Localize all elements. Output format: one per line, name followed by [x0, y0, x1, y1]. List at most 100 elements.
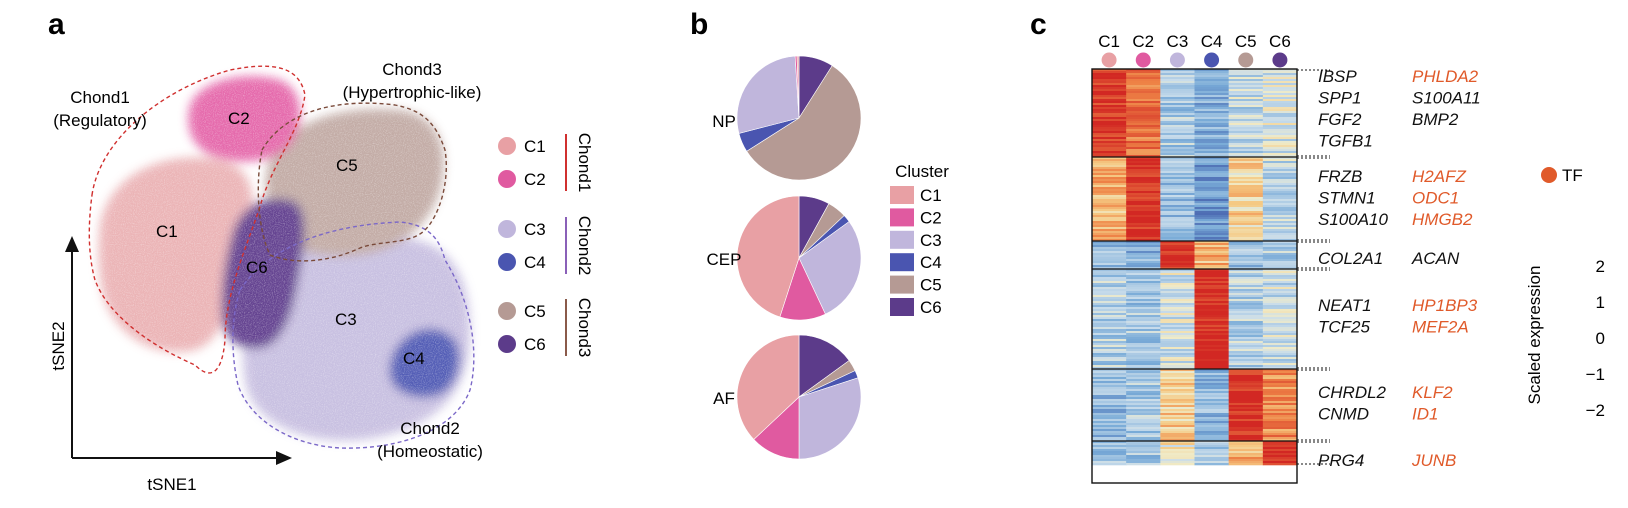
heatmap-cell	[1126, 73, 1161, 76]
heatmap-cell	[1160, 107, 1195, 110]
heatmap-cell	[1160, 141, 1195, 144]
heatmap-cell	[1262, 289, 1297, 292]
heatmap-cell	[1160, 137, 1195, 140]
heatmap-cell	[1126, 187, 1161, 190]
heatmap-cell	[1126, 183, 1161, 186]
heatmap-cell	[1092, 139, 1127, 142]
heatmap-cell	[1126, 447, 1161, 450]
heatmap-cell	[1194, 137, 1230, 140]
heatmap-cell	[1228, 125, 1264, 128]
heatmap-cell	[1262, 297, 1297, 300]
heatmap-cell	[1160, 441, 1195, 444]
heatmap-cell	[1160, 187, 1195, 190]
heatmap-cell	[1262, 375, 1297, 378]
heatmap-cell	[1126, 281, 1161, 284]
map-label-c6: C6	[246, 258, 268, 277]
heatmap-cell	[1262, 281, 1297, 284]
heatmap-cell	[1092, 423, 1127, 426]
heatmap-cell	[1228, 299, 1264, 302]
heatmap-cell	[1160, 377, 1195, 380]
heatmap-cell	[1262, 251, 1297, 254]
heatmap-cell	[1160, 157, 1195, 160]
heatmap-cell	[1194, 291, 1230, 294]
heatmap-cell	[1092, 293, 1127, 296]
heatmap-cell	[1228, 427, 1264, 430]
heatmap-cell	[1126, 105, 1161, 108]
heatmap-cell	[1160, 177, 1195, 180]
heatmap-cell	[1092, 183, 1127, 186]
heatmap-cell	[1160, 355, 1195, 358]
heatmap-cell	[1092, 245, 1127, 248]
heatmap-cell	[1160, 119, 1195, 122]
heatmap-cell	[1262, 235, 1297, 238]
gene-label: NEAT1	[1318, 296, 1372, 315]
heatmap-cell	[1194, 421, 1230, 424]
tf-gene-label: PHLDA2	[1412, 67, 1479, 86]
heatmap-cell	[1160, 367, 1195, 370]
heatmap-cell	[1262, 85, 1297, 88]
heatmap-cell	[1160, 223, 1195, 226]
heatmap-cell	[1262, 423, 1297, 426]
heatmap-cell	[1160, 235, 1195, 238]
heatmap-cell	[1194, 411, 1230, 414]
heatmap-cell	[1092, 313, 1127, 316]
heatmap-cell	[1194, 275, 1230, 278]
heatmap-cell	[1126, 157, 1161, 160]
heatmap-cell	[1228, 279, 1264, 282]
heatmap-cell	[1092, 129, 1127, 132]
heatmap-cell	[1126, 425, 1161, 428]
heatmap-cell	[1262, 397, 1297, 400]
heatmap-cell	[1194, 111, 1230, 114]
heatmap-cell	[1228, 397, 1264, 400]
heatmap-cell	[1262, 109, 1297, 112]
heatmap-cell	[1126, 231, 1161, 234]
heatmap-cell	[1126, 431, 1161, 434]
heatmap-cell	[1092, 373, 1127, 376]
heatmap-cell	[1228, 75, 1264, 78]
tsne-ylabel: tSNE2	[49, 321, 68, 370]
heatmap-cell	[1194, 365, 1230, 368]
legend-b-label-c1: C1	[920, 186, 942, 205]
heatmap-cell	[1160, 387, 1195, 390]
heatmap-cell	[1160, 445, 1195, 448]
heatmap-cell	[1194, 73, 1230, 76]
heatmap-cell	[1160, 71, 1195, 74]
heatmap-cell	[1262, 199, 1297, 202]
heatmap-cell	[1194, 153, 1230, 156]
heatmap-cell	[1228, 309, 1264, 312]
heatmap-cell	[1262, 93, 1297, 96]
heatmap-cell	[1262, 99, 1297, 102]
heatmap-cell	[1262, 417, 1297, 420]
heatmap-cell	[1228, 129, 1264, 132]
heatmap-cell	[1262, 111, 1297, 114]
heatmap-cell	[1160, 379, 1195, 382]
heatmap-cell	[1228, 355, 1264, 358]
heatmap-cell	[1160, 83, 1195, 86]
heatmap-cell	[1228, 165, 1264, 168]
heatmap-cell	[1092, 389, 1127, 392]
scale-tick-label: 2	[1596, 257, 1605, 276]
heatmap-cell	[1194, 231, 1230, 234]
heatmap-cell	[1092, 167, 1127, 170]
heatmap-cell	[1228, 97, 1264, 100]
heatmap-cell	[1092, 75, 1127, 78]
heatmap-col-dot-c4	[1204, 52, 1220, 68]
chond3-subtitle: (Hypertrophic-like)	[343, 83, 482, 102]
heatmap-cell	[1228, 463, 1264, 466]
heatmap-cell	[1194, 181, 1230, 184]
heatmap-cell	[1262, 89, 1297, 92]
heatmap-cell	[1194, 297, 1230, 300]
heatmap-cell	[1160, 385, 1195, 388]
heatmap-cell	[1228, 145, 1264, 148]
heatmap-cell	[1228, 375, 1264, 378]
heatmap-col-label-c3: C3	[1167, 32, 1189, 51]
heatmap-cell	[1194, 273, 1230, 276]
heatmap-cell	[1092, 431, 1127, 434]
heatmap-cell	[1092, 273, 1127, 276]
heatmap-cell	[1126, 177, 1161, 180]
heatmap-cell	[1126, 273, 1161, 276]
heatmap-cell	[1092, 101, 1127, 104]
heatmap-cell	[1262, 323, 1297, 326]
heatmap-cell	[1126, 393, 1161, 396]
heatmap-cell	[1160, 213, 1195, 216]
